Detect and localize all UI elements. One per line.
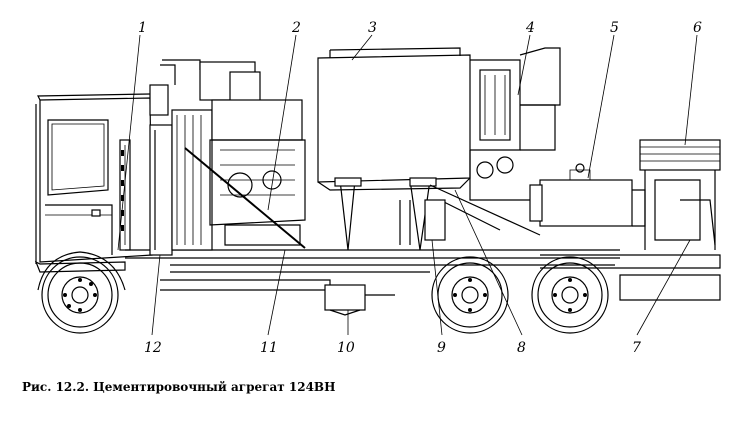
figure-caption: Рис. 12.2. Цементировочный агрегат 124ВН xyxy=(22,380,336,394)
measuring-tank xyxy=(317,47,471,251)
callout-4: 4 xyxy=(525,20,535,36)
callout-leaders xyxy=(117,34,698,336)
callout-8: 8 xyxy=(517,340,526,356)
callout-7: 7 xyxy=(632,340,641,356)
callout-9: 9 xyxy=(437,340,446,356)
engine-block xyxy=(184,61,306,249)
callout-2: 2 xyxy=(291,20,301,36)
callout-6: 6 xyxy=(693,20,702,36)
callout-1: 1 xyxy=(138,20,147,36)
fuel-tank xyxy=(529,163,646,227)
callout-5: 5 xyxy=(610,20,619,36)
callout-labels: 1 2 3 4 5 6 7 8 9 10 11 12 xyxy=(138,20,702,356)
truck-cab xyxy=(34,93,153,273)
front-wheel xyxy=(37,251,126,334)
cooler-unit xyxy=(639,139,721,250)
rear-wheels xyxy=(430,256,615,334)
callout-12: 12 xyxy=(144,340,162,356)
callout-10: 10 xyxy=(337,340,355,356)
pump-and-piping xyxy=(399,47,561,245)
gearbox xyxy=(324,284,395,316)
callout-3: 3 xyxy=(368,20,377,36)
callout-11: 11 xyxy=(260,340,278,356)
chassis-frame xyxy=(125,249,721,301)
